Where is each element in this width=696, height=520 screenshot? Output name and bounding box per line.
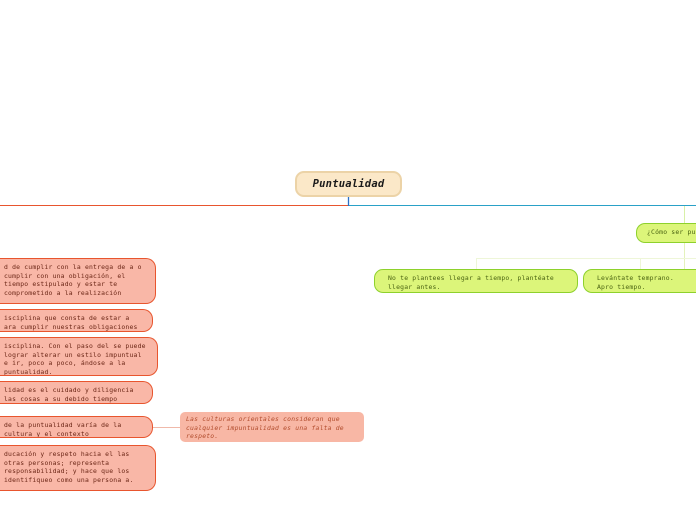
topic-habit-text: isciplina. Con el paso del se puede logr… xyxy=(4,342,146,376)
tip-arrive-early-text: No te plantees llegar a tiempo, plantéat… xyxy=(388,274,554,291)
topic-diligence-text: lidad es el cuidado y diligencia las cos… xyxy=(4,386,134,403)
topic-culture[interactable]: de la puntualidad varía de la cultura y … xyxy=(0,416,153,438)
topic-respect-text: ducación y respeto hacia el las otras pe… xyxy=(4,450,134,484)
central-topic[interactable]: Puntualidad xyxy=(295,171,402,197)
topic-respect[interactable]: ducación y respeto hacia el las otras pe… xyxy=(0,445,156,491)
culture-note-text: Las culturas orientales consideran que c… xyxy=(186,415,344,441)
topic-diligence[interactable]: lidad es el cuidado y diligencia las cos… xyxy=(0,381,153,404)
central-topic-label: Puntualidad xyxy=(312,177,385,190)
question-how-to-be-punctual[interactable]: ¿Cómo ser pu xyxy=(636,223,696,243)
question-text: ¿Cómo ser pu xyxy=(647,228,696,236)
tip-arrive-early[interactable]: No te plantees llegar a tiempo, plantéat… xyxy=(374,269,578,293)
topic-discipline-text: isciplina que consta de estar a ara cump… xyxy=(4,314,138,331)
tip-wake-early-text: Levántate temprano. Apro tiempo. xyxy=(597,274,674,291)
tip-wake-early[interactable]: Levántate temprano. Apro tiempo. xyxy=(583,269,696,293)
topic-discipline[interactable]: isciplina que consta de estar a ara cump… xyxy=(0,309,153,332)
topic-culture-text: de la puntualidad varía de la cultura y … xyxy=(4,421,122,438)
topic-habit[interactable]: isciplina. Con el paso del se puede logr… xyxy=(0,337,158,376)
culture-note[interactable]: Las culturas orientales consideran que c… xyxy=(180,412,364,442)
topic-definition[interactable]: d de cumplir con la entrega de a o cumpl… xyxy=(0,258,156,304)
topic-definition-text: d de cumplir con la entrega de a o cumpl… xyxy=(4,263,142,297)
